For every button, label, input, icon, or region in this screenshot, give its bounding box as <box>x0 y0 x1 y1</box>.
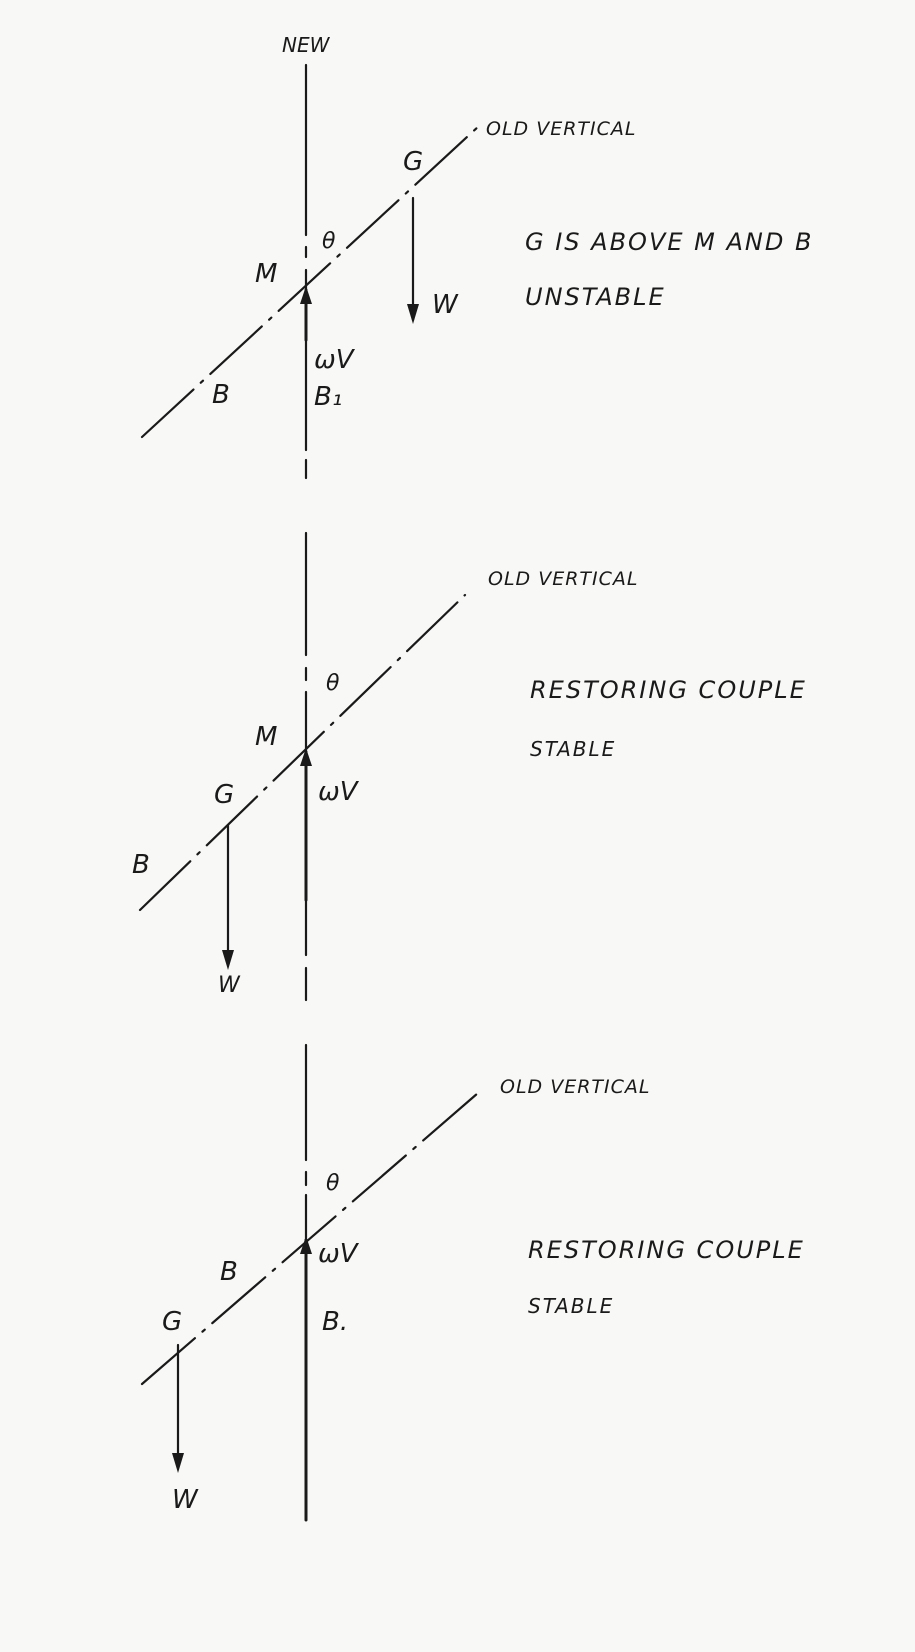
label-b1: B. <box>322 1307 348 1337</box>
angle-theta: θ <box>326 1171 340 1196</box>
old-vertical-line <box>138 593 467 912</box>
label-g: G <box>214 780 234 810</box>
weight-arrowhead <box>222 950 234 970</box>
label-b: B <box>132 850 150 880</box>
angle-theta: θ <box>322 229 336 254</box>
label-w: W <box>172 1485 199 1515</box>
weight-arrowhead <box>407 304 419 324</box>
caption-line-2: STABLE <box>530 737 616 761</box>
label-m: M <box>255 722 277 752</box>
old-vertical-line <box>140 1091 480 1386</box>
diagram-stable-2: OLD VERTICAL θ ωV B B. G W RESTORING COU… <box>140 1043 805 1522</box>
label-g: G <box>403 147 423 177</box>
label-w: W <box>432 290 459 320</box>
caption-line-1: G IS ABOVE M AND B <box>525 228 813 256</box>
diagram-stable-1: OLD VERTICAL θ M G ωV B W RESTORING COUP… <box>132 531 807 1002</box>
label-wv: ωV <box>318 1239 360 1269</box>
caption-line-2: UNSTABLE <box>525 283 666 311</box>
old-vertical-line <box>140 123 482 439</box>
label-b1: B₁ <box>314 382 342 412</box>
label-g: G <box>162 1307 182 1337</box>
label-b: B <box>212 380 230 410</box>
caption-line-1: RESTORING COUPLE <box>530 676 807 704</box>
label-b: B <box>220 1257 238 1287</box>
angle-theta: θ <box>326 671 340 696</box>
old-vertical-label: OLD VERTICAL <box>486 118 636 140</box>
diagram-unstable: NEW OLD VERTICAL G θ M W ωV B B₁ G IS AB… <box>140 33 813 480</box>
label-wv: ωV <box>314 345 356 375</box>
label-m: M <box>255 259 277 289</box>
caption-line-2: STABLE <box>528 1294 614 1318</box>
caption-line-1: RESTORING COUPLE <box>528 1236 805 1264</box>
weight-arrowhead <box>172 1453 184 1473</box>
label-w: W <box>218 973 241 998</box>
old-vertical-label: OLD VERTICAL <box>500 1076 650 1098</box>
new-vertical-label: NEW <box>282 33 331 57</box>
old-vertical-label: OLD VERTICAL <box>488 568 638 590</box>
label-wv: ωV <box>318 777 360 807</box>
